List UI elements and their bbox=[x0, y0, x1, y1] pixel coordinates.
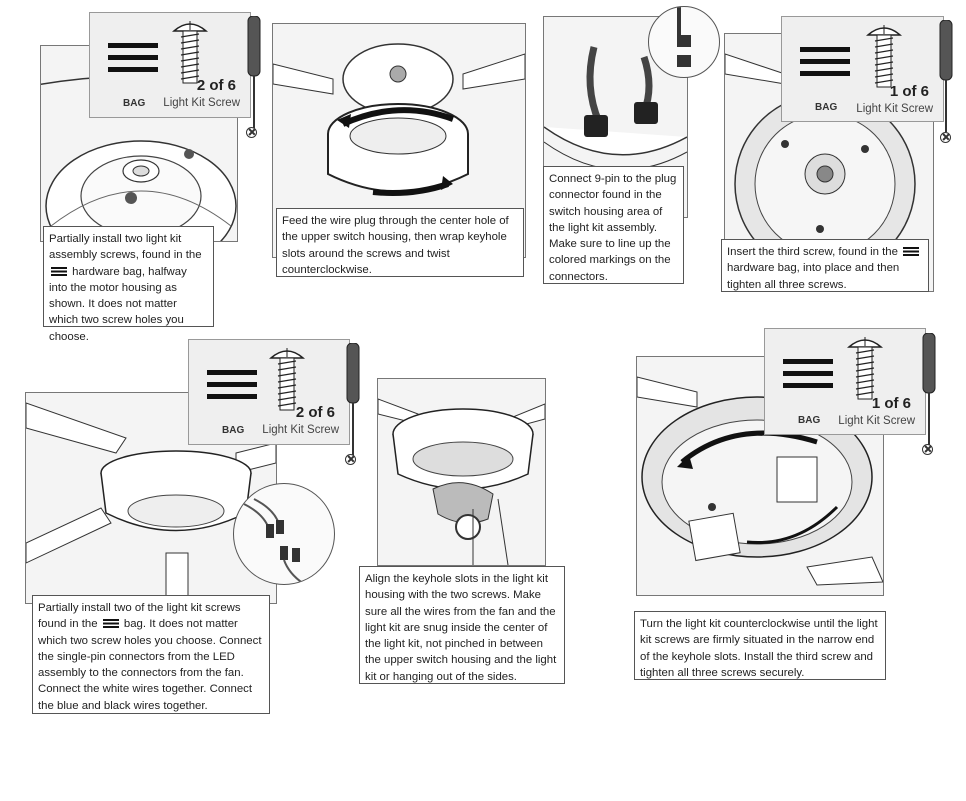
step5-caption-text-a: Partially install two of the light kit s… bbox=[38, 602, 241, 631]
step6-illustration bbox=[377, 378, 546, 566]
phillips-head-icon bbox=[940, 132, 951, 143]
step7-hardware-badge: BAG 1 of 6 Light Kit Screw bbox=[764, 328, 926, 435]
step2-housing-drawing bbox=[273, 43, 525, 257]
bag-label: BAG bbox=[815, 102, 838, 113]
phillips-head-icon bbox=[345, 454, 356, 465]
phillips-head-icon bbox=[246, 127, 257, 138]
step7-housing-drawing bbox=[637, 376, 883, 586]
step4-caption-text-a: Insert the third screw, found in the bbox=[727, 246, 902, 258]
step5-housing-drawing bbox=[26, 402, 276, 603]
screw-label: Light Kit Screw bbox=[163, 97, 240, 109]
step7-illustration bbox=[636, 356, 884, 596]
step1-hardware-badge: BAG 2 of 6 Light Kit Screw bbox=[89, 12, 251, 118]
phillips-head-icon bbox=[922, 444, 933, 455]
step5-caption-text-b: bag. It does not matter which two screw … bbox=[38, 618, 262, 712]
screw-label: Light Kit Screw bbox=[856, 103, 933, 115]
step2-caption: Feed the wire plug through the center ho… bbox=[276, 208, 524, 277]
screw-icon bbox=[866, 25, 902, 88]
screwdriver-icon bbox=[939, 20, 953, 132]
hardware-bag-icon bbox=[207, 370, 257, 406]
step7-caption: Turn the light kit counterclockwise unti… bbox=[634, 611, 886, 680]
step6-housing-drawing bbox=[378, 398, 545, 565]
step4-caption: Insert the third screw, found in the har… bbox=[721, 239, 929, 292]
screw-label: Light Kit Screw bbox=[262, 424, 339, 436]
step7-caption-text: Turn the light kit counterclockwise unti… bbox=[640, 618, 878, 679]
step3-connector-inset bbox=[648, 6, 720, 78]
hardware-bag-icon bbox=[51, 266, 67, 276]
hardware-bag-icon bbox=[102, 619, 119, 629]
step2-caption-text: Feed the wire plug through the center ho… bbox=[282, 215, 509, 276]
hardware-bag-icon bbox=[800, 47, 850, 83]
hardware-bag-icon bbox=[783, 359, 833, 395]
hardware-bag-icon bbox=[903, 247, 920, 256]
step4-housing-drawing bbox=[725, 53, 916, 275]
step5-caption: Partially install two of the light kit s… bbox=[32, 595, 270, 714]
step5-illustration bbox=[25, 392, 277, 604]
screw-icon bbox=[847, 337, 883, 400]
step4-caption-text-b: hardware bag, into place and then tighte… bbox=[727, 262, 900, 291]
step5-wire-inset bbox=[233, 483, 335, 585]
screw-count: 2 of 6 bbox=[196, 77, 236, 94]
step4-hardware-badge: BAG 1 of 6 Light Kit Screw bbox=[781, 16, 944, 122]
step6-caption: Align the keyhole slots in the light kit… bbox=[359, 566, 565, 684]
screw-count: 1 of 6 bbox=[889, 83, 929, 100]
step5-hardware-badge: BAG 2 of 6 Light Kit Screw bbox=[188, 339, 350, 445]
screwdriver-icon bbox=[247, 16, 261, 128]
step3-caption-text: Connect 9-pin to the plug connector foun… bbox=[549, 173, 677, 283]
screw-label: Light Kit Screw bbox=[838, 415, 915, 427]
screwdriver-icon bbox=[922, 333, 936, 445]
step1-caption-text-b: hardware bag, halfway into the motor hou… bbox=[49, 265, 187, 343]
step6-caption-text: Align the keyhole slots in the light kit… bbox=[365, 573, 557, 683]
hardware-bag-icon bbox=[108, 43, 158, 79]
screw-icon bbox=[172, 21, 208, 84]
bag-label: BAG bbox=[798, 415, 821, 426]
screw-count: 2 of 6 bbox=[295, 404, 335, 421]
screw-icon bbox=[269, 348, 305, 411]
single-pin-connector-detail bbox=[243, 498, 305, 584]
pin-connector-detail bbox=[677, 7, 691, 67]
step1-caption-text-a: Partially install two light kit assembly… bbox=[49, 233, 202, 262]
bag-label: BAG bbox=[123, 98, 146, 109]
bag-label: BAG bbox=[222, 425, 245, 436]
screw-count: 1 of 6 bbox=[871, 395, 911, 412]
step1-caption: Partially install two light kit assembly… bbox=[43, 226, 214, 343]
screwdriver-icon bbox=[346, 343, 360, 455]
step3-caption: Connect 9-pin to the plug connector foun… bbox=[543, 166, 684, 284]
step3-connector-drawing bbox=[544, 46, 687, 171]
